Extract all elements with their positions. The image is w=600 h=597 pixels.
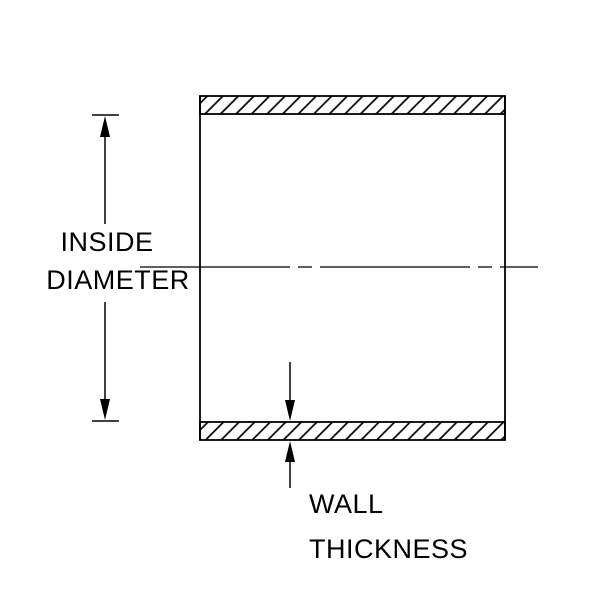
inside-diameter-label-line1: INSIDE bbox=[60, 227, 153, 257]
wall-arrowhead-up-icon bbox=[285, 441, 295, 462]
tube-outline bbox=[199, 95, 506, 441]
tube-bottom-wall-hatch bbox=[199, 421, 506, 441]
wall-arrowhead-down-icon bbox=[285, 400, 295, 421]
wall-thickness-label-line1: WALL bbox=[309, 489, 384, 519]
tube-top-wall-hatch bbox=[199, 95, 506, 115]
inside-diameter-label-line2: DIAMETER bbox=[46, 265, 190, 295]
arrowhead-down-icon bbox=[100, 399, 110, 420]
arrowhead-up-icon bbox=[100, 116, 110, 137]
wall-thickness-dimension bbox=[285, 362, 295, 488]
wall-thickness-label-line2: THICKNESS bbox=[309, 534, 468, 564]
inside-diameter-dimension bbox=[92, 114, 119, 422]
